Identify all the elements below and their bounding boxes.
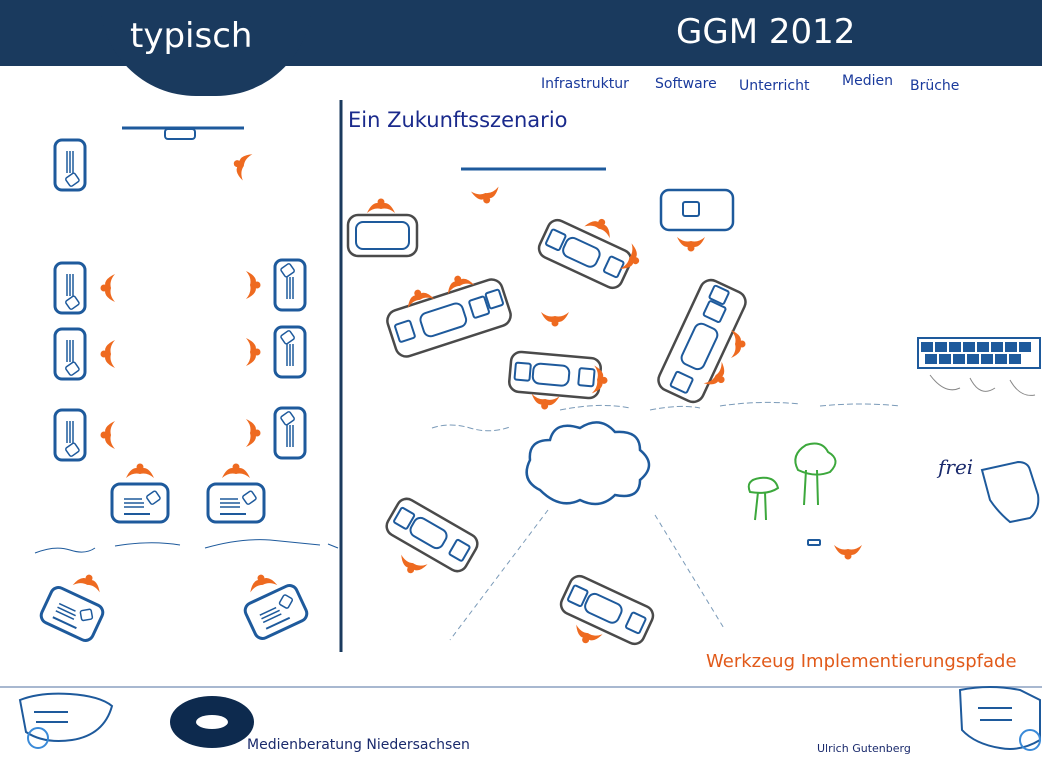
hand-right-icon: [958, 686, 1041, 751]
hand-left-icon: [18, 692, 114, 749]
nav-brueche[interactable]: Brüche: [910, 78, 960, 94]
footer-divider: [0, 686, 1042, 688]
pointing-hand-icon: [980, 460, 1040, 524]
footer-author: Ulrich Gutenberg: [817, 742, 911, 755]
logo-icon: [170, 696, 254, 748]
tree-icon: [747, 442, 837, 521]
handwritten-frei: frei: [936, 455, 973, 479]
keyboard-icon: [917, 337, 1041, 369]
slide-title: typisch: [130, 16, 253, 56]
cloud-icon: [525, 421, 651, 506]
footer-organization: Medienberatung Niedersachsen: [247, 737, 470, 753]
nav-infrastruktur[interactable]: Infrastruktur: [541, 76, 629, 92]
nav-unterricht[interactable]: Unterricht: [739, 78, 810, 94]
scenario-title: Ein Zukunftsszenario: [348, 108, 568, 132]
conference-title: GGM 2012: [676, 12, 856, 52]
nav-medien[interactable]: Medien: [842, 73, 893, 89]
nav-software[interactable]: Software: [655, 76, 717, 92]
werkzeug-link[interactable]: Werkzeug Implementierungspfade: [706, 651, 1017, 672]
